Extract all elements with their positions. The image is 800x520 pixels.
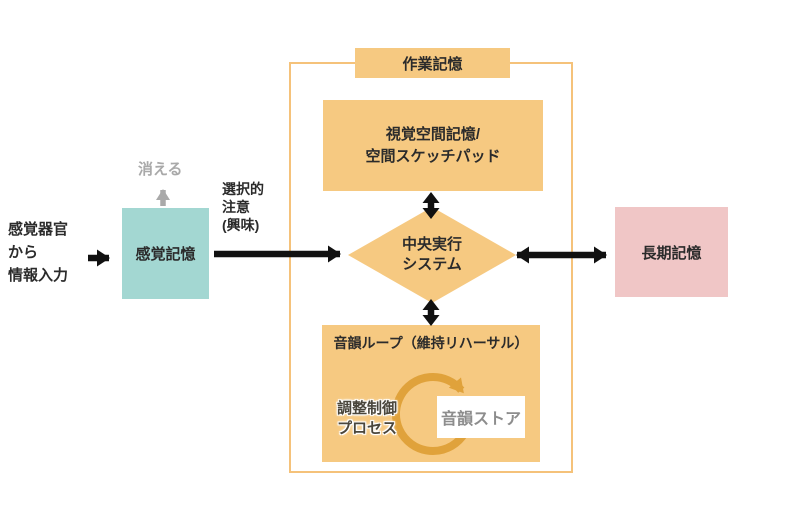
long-term-memory-label: 長期記憶 (641, 244, 702, 262)
working-memory-label-box: 作業記憶 (355, 48, 510, 78)
central-executive-label: 中央実行 システム (401, 236, 462, 273)
control-process-label: 調整制御 プロセス (337, 400, 398, 437)
long-term-memory-box: 長期記憶 (615, 207, 728, 297)
working-memory-label: 作業記憶 (402, 55, 463, 73)
visuospatial-label: 視覚空間記憶/ 空間スケッチパッド (365, 125, 501, 165)
selective-attention-label: 選択的 注意 (興味) (222, 181, 264, 233)
fade-label: 消える (138, 161, 183, 178)
phonological-loop-label: 音韻ループ（維持リハーサル） (333, 335, 529, 351)
sensory-input-label: 感覚器官 から 情報入力 (8, 221, 69, 284)
phonological-store-label: 音韻ストア (440, 411, 521, 428)
visuospatial-sketchpad-box: 視覚空間記憶/ 空間スケッチパッド (323, 100, 543, 191)
phonological-store-box: 音韻ストア (437, 396, 525, 438)
sensory-memory-label: 感覚記憶 (135, 246, 196, 263)
sensory-memory-box: 感覚記憶 (122, 208, 209, 299)
